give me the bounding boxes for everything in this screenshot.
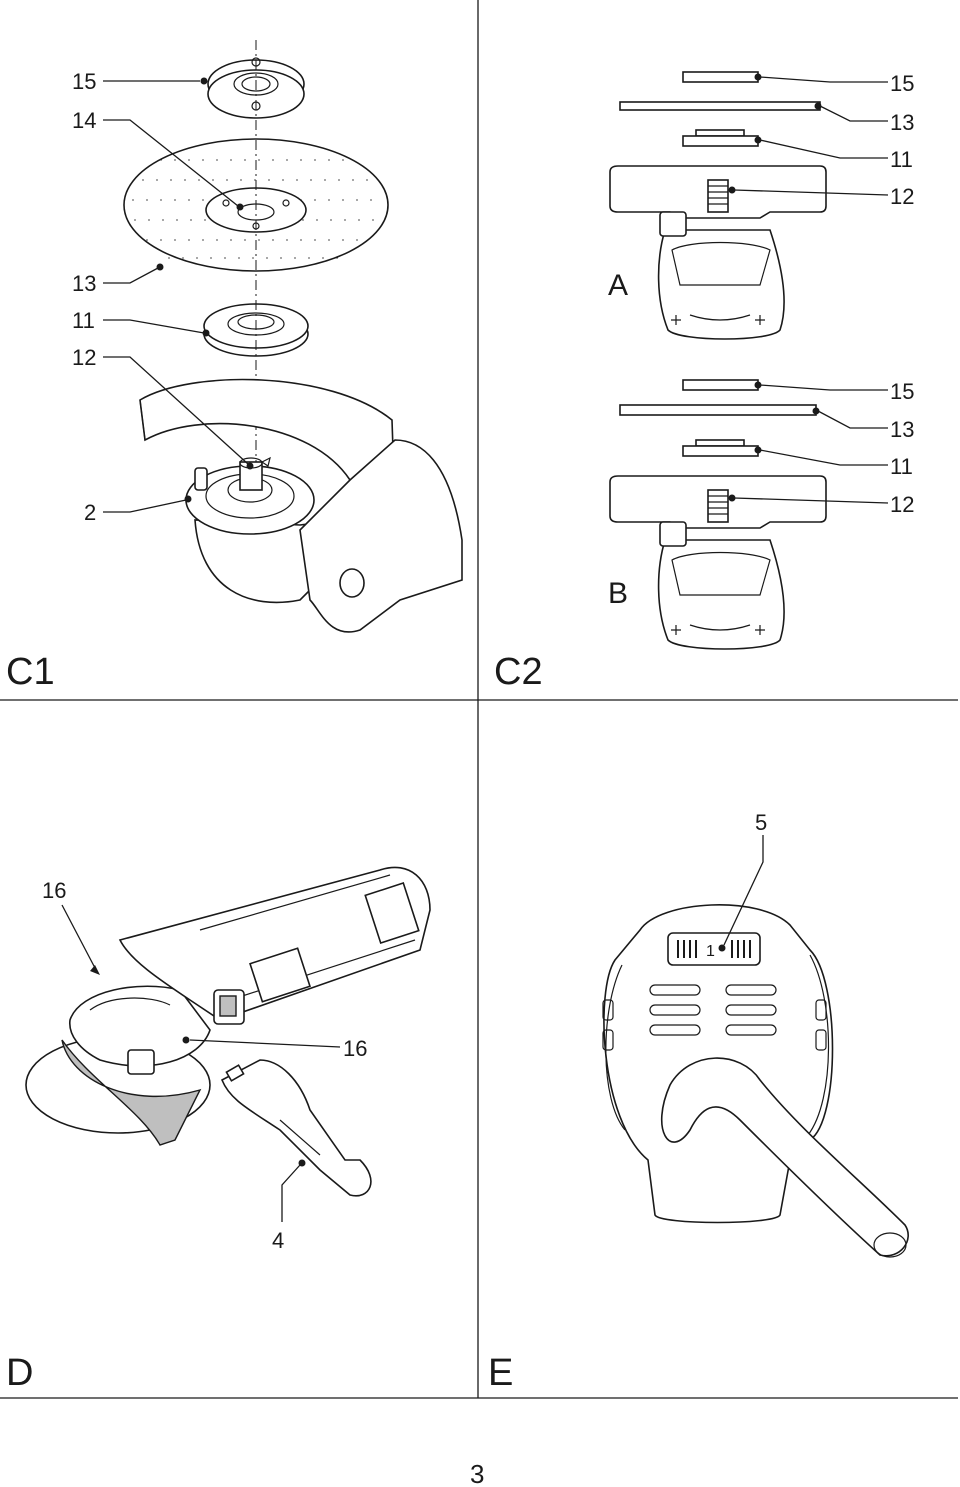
c2-a-leaders: [728, 73, 889, 196]
e-label-5: 5: [755, 810, 767, 835]
c1-label-11: 11: [72, 308, 95, 333]
c2-b-label-13: 13: [890, 417, 914, 442]
c1-leaders: [103, 77, 254, 513]
e-leaders: [718, 835, 764, 952]
c1-label-13: 13: [72, 271, 96, 296]
c2-a-label-11: 11: [890, 147, 913, 172]
c2-b-label-11: 11: [890, 454, 913, 479]
c1-label-2: 2: [84, 500, 96, 525]
c1-label-15: 15: [72, 69, 96, 94]
c2-view-a-title: A: [608, 269, 628, 302]
panel-c1: 15 14 13 11 12 2 C1: [6, 40, 463, 693]
panel-c1-title: C1: [6, 651, 55, 693]
c2-a-label-13: 13: [890, 110, 914, 135]
angle-grinder-icon: [25, 866, 431, 1197]
panel-e-title: E: [488, 1352, 513, 1394]
panel-grid: [0, 0, 958, 1399]
panel-c2-title: C2: [494, 651, 543, 693]
panel-c2: 15 13 11 12 A: [494, 71, 914, 693]
panel-d-title: D: [6, 1352, 33, 1394]
panel-e: 1 5 E: [488, 810, 909, 1394]
c2-view-b-title: B: [608, 577, 628, 610]
panel-d: 16 16 4 D: [6, 866, 431, 1394]
d-label-4: 4: [272, 1228, 284, 1253]
switch-digit: 1: [706, 943, 715, 960]
rear-switch-view-icon: 1: [602, 904, 909, 1258]
grinder-head-icon: [185, 439, 463, 633]
flange-stack-b-icon: [609, 379, 827, 650]
d-leaders: [61, 904, 341, 1222]
c1-label-12: 12: [72, 345, 96, 370]
c2-a-label-12: 12: [890, 184, 914, 209]
c1-label-14: 14: [72, 108, 96, 133]
c2-b-label-15: 15: [890, 379, 914, 404]
page-number: 3: [470, 1459, 484, 1487]
c2-b-leaders: [728, 381, 889, 504]
c2-a-label-15: 15: [890, 71, 914, 96]
d-label-16-top: 16: [42, 878, 66, 903]
c2-b-label-12: 12: [890, 492, 914, 517]
d-label-16-right: 16: [343, 1036, 367, 1061]
flange-stack-a-icon: [609, 71, 827, 340]
